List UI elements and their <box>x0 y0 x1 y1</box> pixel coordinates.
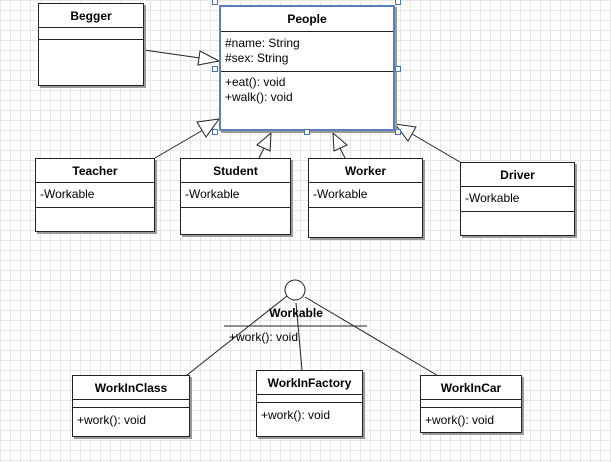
class-name: People <box>221 7 393 32</box>
attributes-section <box>421 400 521 408</box>
attribute: #name: String <box>225 36 300 50</box>
operations-section <box>309 208 422 210</box>
operation: +work(): void <box>425 413 495 427</box>
class-name: WorkInClass <box>73 376 189 400</box>
resize-handle[interactable] <box>395 66 401 72</box>
attributes-section: -Workable <box>181 183 290 208</box>
attributes-section <box>257 395 362 403</box>
resize-handle[interactable] <box>395 0 401 5</box>
operations-section <box>181 208 290 210</box>
resize-handle[interactable] <box>304 129 310 135</box>
attributes-section: -Workable <box>309 183 422 208</box>
driver-generalization <box>411 133 461 163</box>
class-name: WorkInFactory <box>257 371 362 395</box>
attributes-section: -Workable <box>36 183 154 208</box>
attribute: -Workable <box>185 187 240 201</box>
class-name: Student <box>181 159 290 183</box>
class-driver[interactable]: Driver -Workable <box>460 162 575 236</box>
interface-workable-name: Workable <box>269 306 323 320</box>
teacher-generalization <box>154 129 204 159</box>
attributes-section <box>39 28 143 40</box>
student-generalization <box>258 147 265 159</box>
workinclass-realization <box>186 295 288 376</box>
class-name: Begger <box>39 4 143 28</box>
workincar-realization <box>304 296 441 378</box>
class-workincar[interactable]: WorkInCar +work(): void <box>420 375 522 433</box>
operations-section <box>39 40 143 42</box>
attributes-section: -Workable <box>461 187 574 212</box>
student-generalization-arrowhead <box>256 131 272 152</box>
class-name: WorkInCar <box>421 376 521 400</box>
operations-section: +work(): void <box>257 403 362 424</box>
begger-generalization <box>143 49 201 59</box>
worker-generalization-arrowhead <box>332 131 348 152</box>
attribute: -Workable <box>465 191 520 205</box>
class-student[interactable]: Student -Workable <box>180 158 291 235</box>
class-teacher[interactable]: Teacher -Workable <box>35 158 155 232</box>
operations-section: +work(): void <box>421 408 521 429</box>
operation: +eat(): void <box>225 75 286 89</box>
resize-handle[interactable] <box>212 129 218 135</box>
operations-section <box>461 212 574 214</box>
operations-section: +eat(): void +walk(): void <box>221 72 393 106</box>
begger-generalization-arrowhead <box>197 50 221 66</box>
class-begger[interactable]: Begger <box>38 3 144 86</box>
attribute: -Workable <box>40 187 95 201</box>
class-name: Teacher <box>36 159 154 183</box>
operation: +work(): void <box>77 413 147 427</box>
class-people[interactable]: People #name: String #sex: String +eat()… <box>219 5 395 131</box>
resize-handle[interactable] <box>212 0 218 5</box>
operation: +work(): void <box>261 408 331 422</box>
worker-generalization <box>339 147 346 159</box>
class-worker[interactable]: Worker -Workable <box>308 158 423 238</box>
attribute: -Workable <box>313 187 368 201</box>
operations-section: +work(): void <box>73 408 189 429</box>
class-workinclass[interactable]: WorkInClass +work(): void <box>72 375 190 437</box>
class-name: Worker <box>309 159 422 183</box>
resize-handle[interactable] <box>395 129 401 135</box>
driver-generalization-arrowhead <box>393 123 417 142</box>
attributes-section <box>73 400 189 408</box>
workinfactory-realization <box>295 302 303 371</box>
interface-workable-operation: +work(): void <box>229 330 299 344</box>
class-workinfactory[interactable]: WorkInFactory +work(): void <box>256 370 363 437</box>
operations-section <box>36 208 154 210</box>
resize-handle[interactable] <box>212 66 218 72</box>
operation: +walk(): void <box>225 90 293 104</box>
class-name: Driver <box>461 163 574 187</box>
teacher-generalization-arrowhead <box>196 118 221 138</box>
workable-interface-circle[interactable] <box>284 279 306 301</box>
attributes-section: #name: String #sex: String <box>221 32 393 72</box>
attribute: #sex: String <box>225 51 289 65</box>
